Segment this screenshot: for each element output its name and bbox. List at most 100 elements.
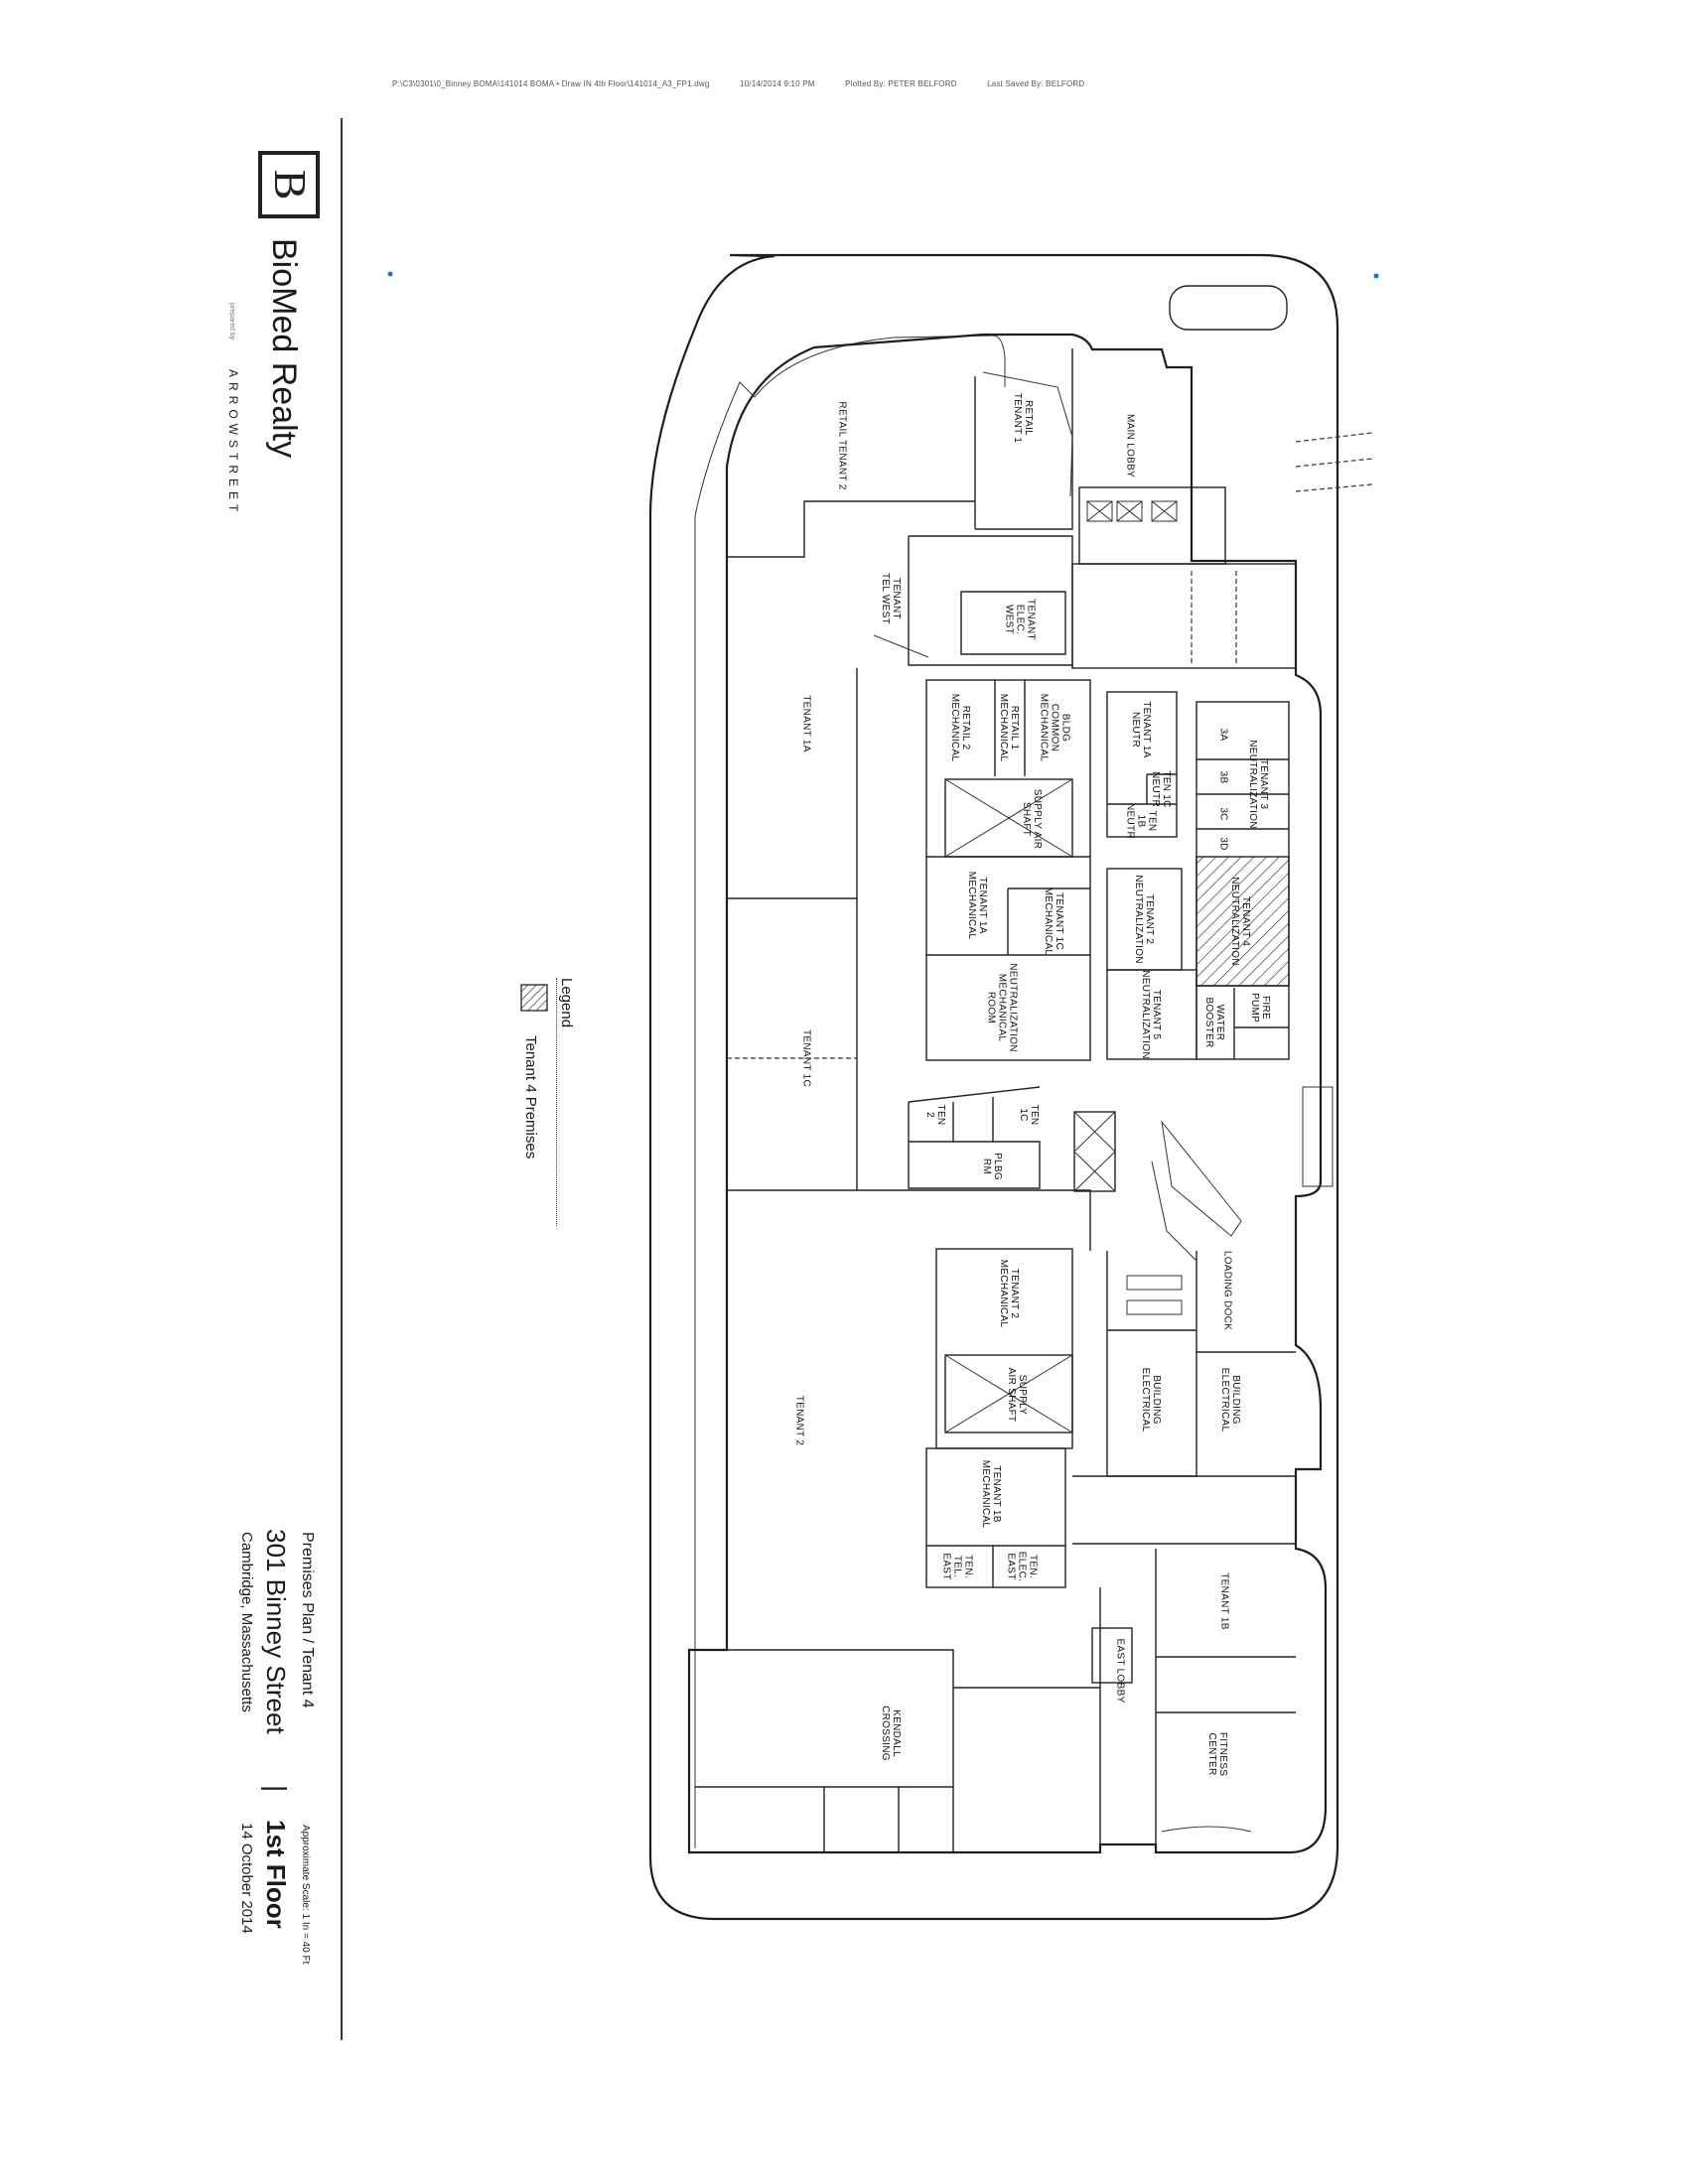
east-closets	[926, 1545, 1065, 1587]
tenant-1a-walls	[727, 668, 858, 1190]
room-label-line: 1B	[1136, 815, 1147, 828]
room-label-line: TENANT 1C	[1054, 892, 1064, 950]
room-label-line: TENANT 1B	[1219, 1572, 1230, 1630]
biomed-logo: B	[256, 149, 322, 220]
room-label: RETAIL TENANT 2	[837, 401, 848, 489]
room-label: NEUTRALIZATIONMECHANICALROOM	[986, 963, 1019, 1052]
room-label-line: TEN.	[1028, 1555, 1039, 1578]
room-label-line: MECHANICAL	[997, 974, 1008, 1042]
legend-item-tenant-4: Tenant 4 Premises	[522, 1035, 539, 1160]
neutr-partitions	[1107, 773, 1177, 805]
room-label-line: TEN	[1029, 1105, 1040, 1126]
site-boundary	[648, 253, 1339, 1921]
room-label-line: TENANT 1B	[991, 1465, 1002, 1523]
room-label: TENANT 1BMECHANICAL	[980, 1460, 1002, 1529]
room-label: TENANTTEL WEST	[880, 573, 902, 624]
pump-partitions	[1196, 985, 1289, 1059]
room-label: TENANT 1AMECHANICAL	[966, 872, 988, 940]
room-label: BUILDINGELECTRICAL	[1219, 1368, 1241, 1433]
room-label-line: MECHANICAL	[998, 694, 1009, 762]
room-label-line: BUILDING	[1230, 1375, 1241, 1425]
room-label-line: TENANT 1A	[801, 695, 812, 752]
room-label-line: EAST	[941, 1553, 952, 1579]
loading-ramp	[1151, 1120, 1242, 1262]
title-separator: |	[261, 1785, 292, 1793]
room-label-line: COMMON	[1050, 704, 1060, 751]
room-label-line: WEST	[1004, 605, 1015, 634]
logo-mark-icon: B	[258, 151, 320, 218]
plotted-by: Plotted By: PETER BELFORD	[845, 79, 957, 88]
room-label: TENANT 2MECHANICAL	[998, 1260, 1020, 1328]
room-label-line: TENANT 2	[1144, 894, 1155, 945]
room-label: 3B	[1218, 771, 1229, 784]
room-label-line: TENANT 1C	[801, 1029, 812, 1087]
east-lobby-walls	[1099, 1549, 1296, 1852]
legend-divider	[556, 978, 558, 1226]
room-label: KENDALLCROSSING	[880, 1706, 902, 1761]
plot-header: P:\C3\0301\0_Binney BOMA\141014 BOMA • D…	[392, 79, 1112, 88]
company-name: BioMed Realty	[265, 238, 303, 459]
room-label-line: TEL WEST	[880, 573, 891, 624]
room-label-line: ROOM	[986, 992, 997, 1024]
retail-tenant-1-walls	[975, 348, 1073, 530]
elevator-cross	[1073, 1111, 1116, 1192]
registration-dot	[1373, 273, 1379, 279]
logo-letter: B	[265, 170, 316, 201]
lobby-core	[1078, 486, 1226, 565]
room-label-line: NEUTRALIZATION	[1247, 740, 1258, 829]
room-label: TENANT 1ANEUTR	[1130, 701, 1152, 758]
room-label: SUPPLYAIR SHAFT	[1006, 1368, 1028, 1423]
room-label-line: RETAIL TENANT 2	[837, 401, 848, 489]
room-label-line: EAST LOBBY	[1115, 1638, 1126, 1703]
room-label-line: BOOSTER	[1203, 998, 1214, 1048]
room-label: 3D	[1218, 837, 1229, 850]
room-label: TEN1BNEUTR	[1125, 803, 1158, 839]
room-label-line: TENANT 4	[1240, 896, 1251, 947]
tenant-4-premises	[1196, 856, 1290, 987]
tenant-1a-neutr-box	[1106, 691, 1178, 838]
toilet-partitions	[952, 1097, 994, 1142]
room-label: MAIN LOBBY	[1125, 414, 1136, 478]
supply-air-shaft	[944, 778, 1073, 858]
room-label-line: TEN	[1147, 811, 1158, 832]
room-label: 3C	[1218, 807, 1229, 820]
room-label: TENANT 2	[794, 1396, 805, 1446]
title-divider	[341, 118, 343, 2040]
mechanical-block	[925, 679, 1091, 1061]
sidewalk-edge	[694, 335, 1006, 1848]
kendall-crossing-walls	[695, 1688, 954, 1852]
registration-dot	[387, 271, 393, 277]
room-label-line: MECHANICAL	[949, 694, 960, 762]
dock-equipment	[1126, 1299, 1183, 1315]
fitness-curve	[1161, 1826, 1252, 1833]
room-label-line: RETAIL 2	[960, 706, 971, 751]
lobby-elevators	[1086, 500, 1178, 522]
room-label: TENANT 1C	[801, 1029, 812, 1087]
room-label-line: KENDALL	[891, 1709, 902, 1757]
room-label-line: PUMP	[1249, 993, 1260, 1023]
room-label-line: MECHANICAL	[966, 872, 977, 940]
east-service-bay	[1072, 1475, 1296, 1545]
room-label: TEN1C	[1018, 1105, 1040, 1126]
tenant-3-partitions	[1196, 758, 1289, 830]
room-label-line: TENANT 2	[1009, 1269, 1020, 1319]
central-elevators	[1073, 1111, 1116, 1192]
tenant-2-bottom-wall	[727, 1649, 1100, 1689]
room-label-line: BLDG	[1060, 714, 1071, 742]
room-label-line: WATER	[1214, 1005, 1225, 1041]
west-core-walls	[908, 535, 1073, 668]
room-label-line: MECHANICAL	[1039, 694, 1050, 762]
room-label-line: RETAIL	[1023, 400, 1034, 436]
room-label-line: TENANT 1A	[977, 877, 988, 934]
room-label-line: ELEC.	[1017, 1552, 1028, 1581]
room-label-line: ELEC.	[1015, 605, 1026, 634]
room-label: 3A	[1218, 729, 1229, 742]
plan-title: Premises Plan / Tenant 4	[299, 1532, 316, 1708]
room-label-line: MECHANICAL	[998, 1260, 1009, 1328]
tenant-1b-mechanical-box	[925, 1447, 1066, 1588]
room-label-line: TENANT	[1026, 599, 1037, 640]
shaft-cross	[944, 778, 1073, 858]
room-label: TENANT 5NEUTRALIZATION	[1140, 970, 1162, 1059]
room-label-line: NEUTRALIZATION	[1008, 963, 1019, 1052]
